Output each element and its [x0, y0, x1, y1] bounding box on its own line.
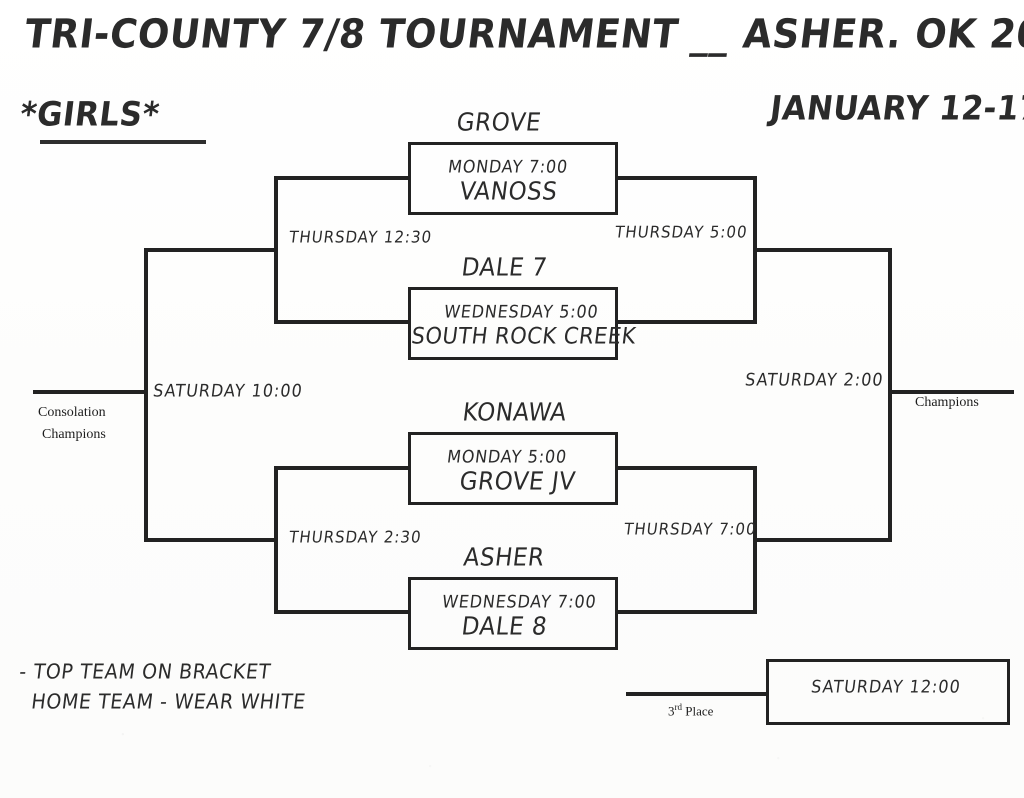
third-place-word: Place	[685, 703, 714, 719]
connector-left-mid	[144, 248, 278, 542]
third-place-label: 3rd Place	[668, 702, 713, 719]
champions-label: Champions	[915, 395, 979, 410]
round-label-championship-final: SATURDAY 2:00	[744, 369, 885, 390]
game-1-top-team: GROVE	[455, 108, 543, 137]
game-2-top-team: DALE 7	[460, 253, 549, 282]
game-box-2[interactable]	[408, 287, 618, 360]
game-4-top-team: ASHER	[462, 543, 547, 572]
round-label-losers-lower: THURSDAY 2:30	[288, 527, 423, 547]
game-4-bottom-team: DALE 8	[460, 612, 549, 641]
game-1-time: MONDAY 7:00	[447, 156, 570, 177]
round-label-losers-upper: THURSDAY 12:30	[288, 227, 434, 247]
connector-right-lower	[616, 466, 757, 614]
third-place-ordinal-suffix: rd	[674, 702, 683, 712]
game-2-bottom-team: SOUTH ROCK CREEK	[410, 323, 638, 349]
round-label-winners-lower: THURSDAY 7:00	[623, 519, 758, 539]
game-3-time: MONDAY 5:00	[446, 446, 569, 467]
round-label-consolation-final: SATURDAY 10:00	[152, 380, 304, 401]
game-1-bottom-team: VANOSS	[458, 177, 559, 206]
game-3-top-team: KONAWA	[461, 398, 569, 427]
round-label-winners-upper: THURSDAY 5:00	[614, 222, 749, 242]
game-box-1[interactable]	[408, 142, 618, 215]
connector-right-upper	[616, 176, 757, 324]
game-box-3[interactable]	[408, 432, 618, 505]
note-line-2: HOME TEAM - WEAR WHITE	[30, 690, 308, 714]
connector-right-mid	[753, 248, 892, 542]
third-place-time: SATURDAY 12:00	[810, 676, 962, 697]
third-place-box[interactable]	[766, 659, 1010, 725]
game-2-time: WEDNESDAY 5:00	[443, 301, 600, 322]
game-3-bottom-team: GROVE JV	[458, 467, 578, 496]
game-box-4[interactable]	[408, 577, 618, 650]
division-underline	[40, 140, 206, 144]
consolation-champions-label-line2: Champions	[42, 427, 106, 442]
third-place-ordinal-number: 3	[668, 703, 675, 719]
consolation-champions-label-line1: Consolation	[38, 405, 106, 420]
connector-left-upper	[274, 176, 410, 324]
note-line-1: - TOP TEAM ON BRACKET	[18, 660, 273, 684]
game-4-time: WEDNESDAY 7:00	[441, 591, 598, 612]
